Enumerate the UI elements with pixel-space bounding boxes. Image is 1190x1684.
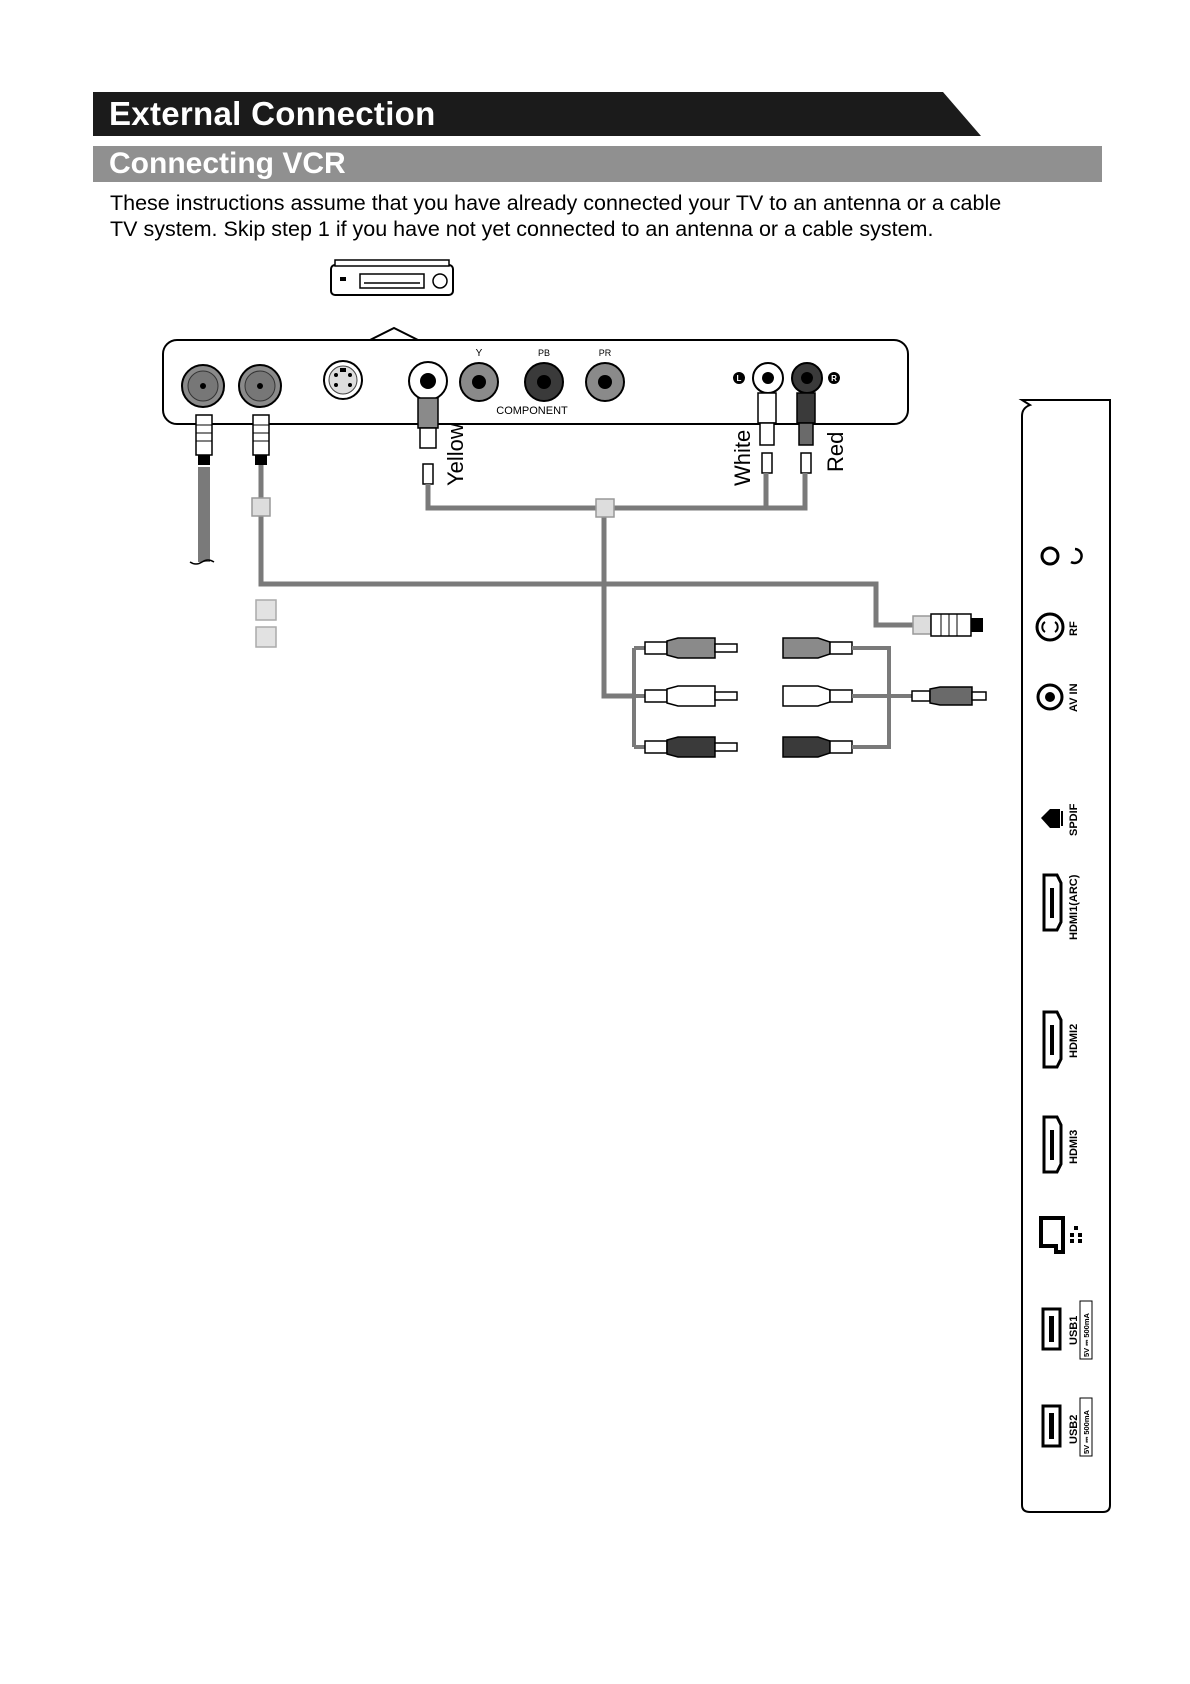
cable-label-red: Red [823, 432, 848, 472]
audio-right-jack [791, 362, 823, 394]
headphone-port [1040, 546, 1083, 566]
av-in-port: AV IN [1036, 683, 1080, 712]
spdif-icon [1041, 809, 1060, 828]
rf-plug-tv [930, 613, 983, 637]
port-rating-usb2: 5V ⎓ 500mA [1082, 1409, 1091, 1454]
port-label-av-in: AV IN [1068, 683, 1080, 712]
svg-text:L: L [737, 374, 742, 383]
audio-left-jack [752, 362, 784, 394]
rf-plug-1 [195, 414, 213, 465]
step-marker-rf [912, 615, 932, 635]
rf-cable [251, 465, 932, 635]
step-marker-2 [595, 498, 615, 518]
video-out-jack [408, 361, 448, 401]
vcr-device-icon [330, 259, 454, 296]
lan-port [1039, 1216, 1082, 1254]
page-title: External Connection [109, 95, 436, 132]
adapter-jack-right-2 [782, 685, 853, 707]
intro-line-2: TV system. Skip step 1 if you have not y… [110, 217, 934, 241]
adapter-plug-left-3 [644, 736, 738, 758]
port-label-hdmi2: HDMI2 [1068, 1024, 1080, 1058]
tv-side-panel: RF AV IN SPDIF HDMI1(ARC) HDMI2 [1018, 399, 1111, 1513]
port-label-rf: RF [1068, 621, 1080, 636]
lan-icon [1070, 1226, 1082, 1243]
port-label-hdmi3: HDMI3 [1068, 1130, 1080, 1164]
av-in-plug [911, 686, 987, 706]
adapter-jack-right-3 [782, 736, 853, 758]
port-label-hdmi1: HDMI1(ARC) [1068, 874, 1080, 940]
component-pb-jack [524, 362, 564, 402]
av-cable [425, 473, 808, 699]
spdif-port: SPDIF [1041, 803, 1080, 836]
port-rating-usb1: 5V ⎓ 500mA [1082, 1312, 1091, 1357]
hdmi2-port: HDMI2 [1042, 1010, 1080, 1069]
component-pr-jack [585, 362, 625, 402]
adapter-plug-left-2 [644, 685, 738, 707]
legend-square-1 [255, 599, 277, 621]
audio-plug-red [796, 392, 816, 474]
component-y-jack [459, 362, 499, 402]
port-label-usb1: USB1 [1068, 1316, 1080, 1345]
component-pr-label: PR [599, 348, 612, 358]
hdmi1-port: HDMI1(ARC) [1042, 873, 1080, 940]
component-label: COMPONENT [496, 405, 568, 417]
s-video-jack [323, 360, 363, 400]
section-title: Connecting VCR [109, 147, 346, 180]
rf-plug-2 [252, 414, 270, 465]
video-plug-yellow [417, 397, 439, 485]
component-y-label: Y [476, 348, 483, 359]
port-label-spdif: SPDIF [1068, 803, 1080, 836]
intro-line-1: These instructions assume that you have … [110, 191, 1002, 215]
section-bar: Connecting VCR [93, 146, 1102, 182]
av-adapter-cable [632, 637, 987, 758]
antenna-cable [189, 467, 215, 565]
rf-jack-1 [181, 364, 225, 408]
adapter-plug-left-1 [644, 637, 738, 659]
audio-plug-white [757, 392, 777, 474]
component-pb-label: PB [538, 348, 550, 358]
usb2-port: USB2 5V ⎓ 500mA [1041, 1397, 1093, 1457]
rf-port: RF [1035, 612, 1080, 642]
usb1-port: USB1 5V ⎓ 500mA [1041, 1300, 1093, 1360]
hdmi3-port: HDMI3 [1042, 1115, 1080, 1174]
vcr-back-panel: Y PB PR COMPONENT L R [162, 339, 909, 425]
rf-jack-2 [238, 364, 282, 408]
cable-label-yellow: Yellow [443, 423, 468, 486]
cable-label-white: White [730, 430, 755, 486]
svg-text:R: R [831, 374, 837, 383]
step-marker-1 [251, 497, 271, 517]
av-in-icon [1045, 692, 1055, 702]
intro-paragraph: These instructions assume that you have … [110, 190, 1100, 242]
port-label-usb2: USB2 [1068, 1415, 1080, 1444]
rf-coax-icon [1041, 621, 1059, 633]
audio-left-badge: L [733, 372, 745, 384]
headphone-icon [1070, 547, 1083, 565]
audio-right-badge: R [828, 372, 840, 384]
header-banner: External Connection [93, 92, 981, 136]
arrow-up-icon [369, 326, 419, 341]
header-banner-shape [93, 92, 981, 136]
adapter-jack-right-1 [782, 637, 853, 659]
legend-square-2 [255, 626, 277, 648]
